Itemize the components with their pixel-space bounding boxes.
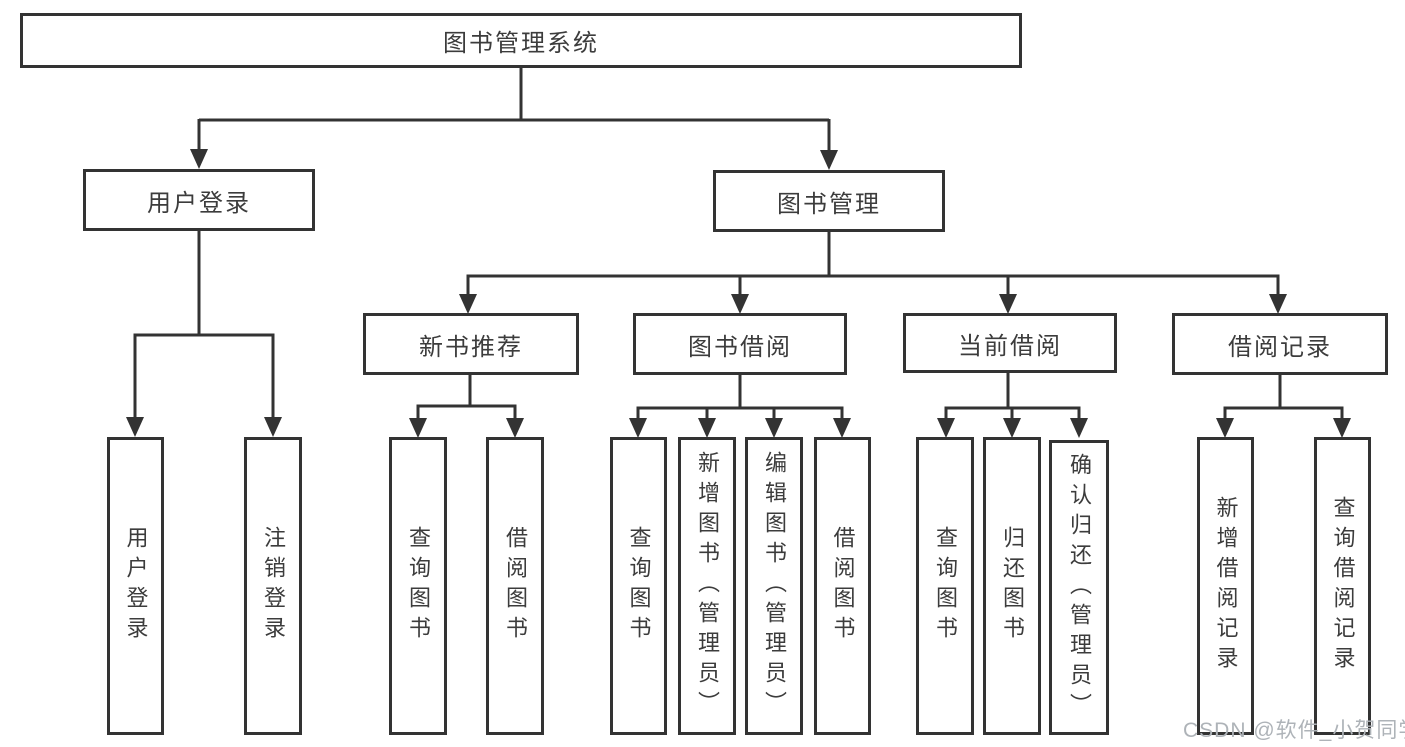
node-current-borrowing: 当前借阅 [903,313,1117,373]
leaf-rec-borrow-books: 借阅图书 [486,437,544,735]
node-label: 图书管理 [777,190,881,218]
arrowheads-level3 [459,294,1287,314]
node-label: 查询图书 [626,526,652,646]
node-label: 当前借阅 [958,332,1062,360]
node-label: 新增借阅记录 [1213,496,1239,676]
node-label: 借阅图书 [503,526,528,646]
arrowheads-borrowing-records-leaves [1216,418,1351,438]
leaf-user-login: 用户登录 [107,437,164,735]
node-label: 查询图书 [406,526,431,646]
node-user-login-branch: 用户登录 [83,169,315,231]
node-label: 新书推荐 [419,333,523,361]
connector-book-mgmt-to-level3 [466,232,1280,294]
node-label: 归还图书 [1000,526,1025,646]
leaf-current-query-books: 查询图书 [916,437,974,735]
connector-current-borrowing-to-leaves [944,373,1081,419]
node-label: 图书借阅 [688,333,792,361]
node-label: 查询图书 [933,526,958,646]
node-book-borrowing: 图书借阅 [633,313,847,375]
connector-book-borrowing-to-leaves [636,375,844,419]
leaf-add-books-admin: 新增图书（管理员） [678,437,736,735]
node-label: 用户登录 [147,189,251,217]
connector-new-book-rec-to-leaves [416,375,517,419]
node-label: 图书管理系统 [443,30,599,57]
connector-borrowing-records-to-leaves [1223,375,1344,419]
node-label: 借阅图书 [830,526,856,646]
node-label: 用户登录 [123,526,149,646]
leaf-query-borrowing-record: 查询借阅记录 [1314,437,1371,735]
node-label: 注销登录 [261,526,286,646]
leaf-edit-books-admin: 编辑图书（管理员） [745,437,803,735]
arrowheads-user-login-leaves [126,417,282,437]
leaf-add-borrowing-record: 新增借阅记录 [1197,437,1254,735]
node-new-book-recommendation: 新书推荐 [363,313,579,375]
node-label: 编辑图书（管理员） [762,451,787,721]
leaf-logout: 注销登录 [244,437,302,735]
node-borrowing-records: 借阅记录 [1172,313,1388,375]
node-label: 借阅记录 [1228,333,1332,361]
leaf-rec-query-books: 查询图书 [389,437,447,735]
node-label: 确认归还（管理员） [1067,452,1092,723]
leaf-borrowing-query-books: 查询图书 [610,437,667,735]
leaf-confirm-return-admin: 确认归还（管理员） [1049,440,1109,735]
arrowheads-new-book-rec-leaves [409,418,524,438]
arrowheads-current-borrowing-leaves [937,418,1088,438]
connector-user-login-to-leaves [133,231,275,418]
leaf-borrowing-borrow-books: 借阅图书 [814,437,871,735]
node-label: 新增图书（管理员） [695,451,720,721]
node-library-management-system: 图书管理系统 [20,13,1022,68]
node-book-management-branch: 图书管理 [713,170,945,232]
node-label: 查询借阅记录 [1330,496,1356,676]
arrowheads-book-borrowing-leaves [629,418,851,438]
arrowheads-level2 [190,149,838,170]
connector-root-to-level2 [197,68,831,151]
leaf-return-books: 归还图书 [983,437,1041,735]
csdn-watermark: CSDN @软件_小贺同学 [1183,719,1405,742]
